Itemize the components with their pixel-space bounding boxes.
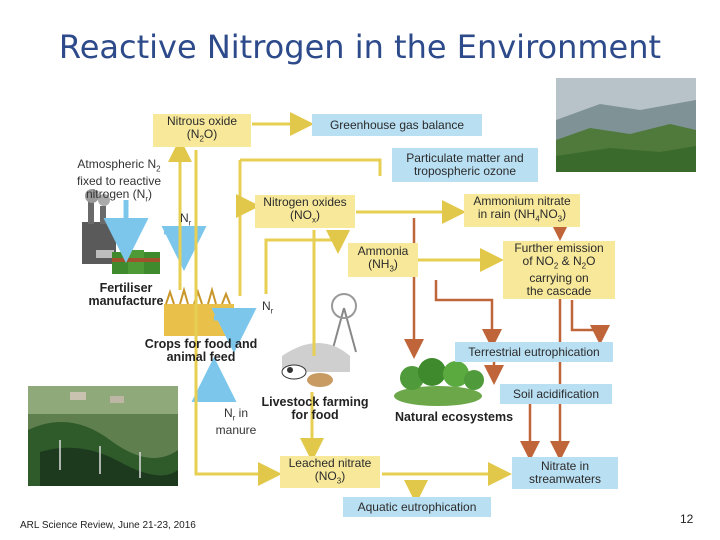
- further-emission-line3: carrying on: [529, 271, 589, 286]
- nitrous-oxide-label: Nitrous oxide: [166, 114, 238, 129]
- footer-citation: ARL Science Review, June 21-23, 2016: [20, 520, 196, 531]
- nitrous-oxide-formula: (N2O): [186, 127, 218, 144]
- ammonia-formula: (NH3): [368, 256, 398, 274]
- barn-icon: [282, 343, 350, 372]
- aquatic-eutrophication-label: Aquatic eutrophication: [357, 499, 477, 514]
- fertiliser-label: Fertiliser manufacture: [88, 281, 164, 308]
- terrestrial-eutrophication-label: Terrestrial eutrophication: [468, 344, 600, 359]
- nitrogen-oxides-label: Nitrogen oxides: [263, 195, 347, 210]
- further-emission-box: Further emission of NO2 & N2O carrying o…: [503, 241, 615, 299]
- flow-arrows-brown: [404, 218, 610, 461]
- cows-icon: [281, 364, 333, 387]
- crops-label: Crops for food and animal feed: [144, 337, 258, 364]
- nr-label-2: Nr: [262, 299, 274, 316]
- trees-icon: [394, 358, 484, 406]
- leached-nitrate-formula: (NO3): [314, 468, 346, 486]
- nitrate-streamwaters-box: Nitrate in streamwaters: [512, 457, 618, 489]
- mountain-photo: [556, 78, 696, 172]
- streamwaters-line1: Nitrate in: [540, 459, 590, 473]
- fixation-arrows: [103, 200, 257, 402]
- further-emission-formula: of NO2 & N2O: [522, 253, 596, 271]
- nitrogen-oxides-box: Nitrogen oxides (NOx): [255, 195, 355, 228]
- atmospheric-label: Atmospheric N2 fixed to reactive nitroge…: [76, 157, 162, 204]
- nr-manure-label: Nr in manure: [215, 406, 257, 438]
- ammonium-nitrate-formula: in rain (NH4NO3): [477, 207, 567, 224]
- ammonium-nitrate-label: Ammonium nitrate: [473, 194, 571, 209]
- leached-nitrate-label: Leached nitrate: [288, 455, 372, 470]
- particulate-line1: Particulate matter and: [406, 151, 524, 165]
- wetland-photo: [28, 386, 178, 486]
- particulate-matter-box: Particulate matter and tropospheric ozon…: [392, 148, 538, 182]
- windmill-icon: [331, 293, 357, 353]
- streamwaters-line2: streamwaters: [528, 472, 602, 486]
- fertiliser-bags-icon: [112, 250, 160, 274]
- greenhouse-gas-box: Greenhouse gas balance: [312, 114, 482, 136]
- further-emission-line1: Further emission: [514, 240, 604, 255]
- natural-ecosystems-label: Natural ecosystems: [394, 410, 514, 424]
- nr-label-1: Nr: [180, 211, 192, 228]
- flow-arrows-yellow: [168, 112, 512, 504]
- slide-title: Reactive Nitrogen in the Environment: [58, 28, 662, 66]
- particulate-line2: tropospheric ozone: [413, 164, 517, 178]
- page-number: 12: [680, 512, 694, 526]
- ammonium-nitrate-box: Ammonium nitrate in rain (NH4NO3): [464, 194, 580, 227]
- further-emission-line4: the cascade: [526, 284, 592, 299]
- soil-acidification-label: Soil acidification: [512, 386, 600, 401]
- nitrous-oxide-box: Nitrous oxide (N2O): [153, 114, 251, 147]
- soil-acidification-box: Soil acidification: [500, 384, 612, 404]
- ammonia-label: Ammonia: [357, 243, 409, 258]
- livestock-label: Livestock farming for food: [261, 395, 369, 422]
- nitrogen-oxides-formula: (NOx): [290, 208, 320, 225]
- greenhouse-gas-label: Greenhouse gas balance: [329, 117, 465, 132]
- leached-nitrate-box: Leached nitrate (NO3): [280, 456, 380, 488]
- terrestrial-eutrophication-box: Terrestrial eutrophication: [455, 342, 613, 362]
- aquatic-eutrophication-box: Aquatic eutrophication: [343, 497, 491, 517]
- ammonia-box: Ammonia (NH3): [348, 243, 418, 277]
